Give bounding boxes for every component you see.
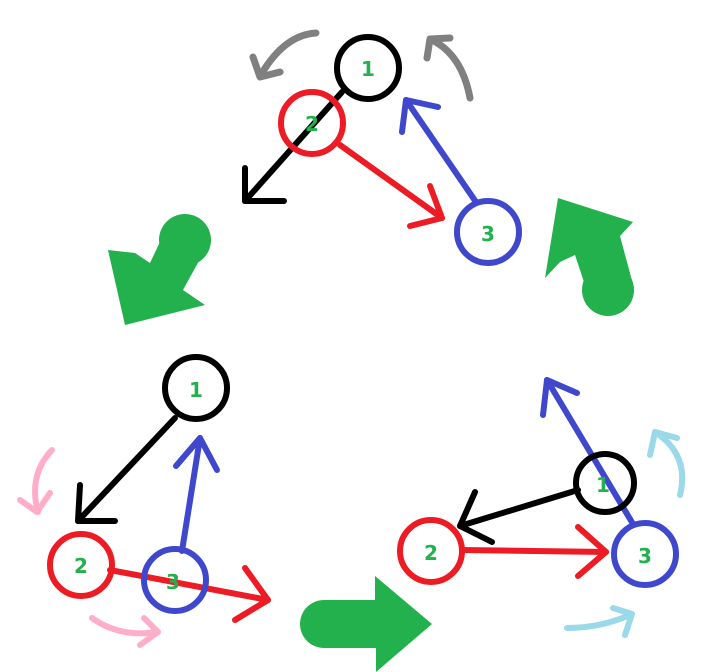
rotation-arrow-left-upper-icon bbox=[17, 447, 55, 515]
body-3 bbox=[611, 520, 679, 588]
config-right: 1 2 3 bbox=[397, 377, 686, 638]
body-1-label: 1 bbox=[189, 378, 203, 402]
vector-1-black bbox=[457, 487, 581, 545]
vector-3-blue bbox=[173, 435, 220, 554]
vector-2-red bbox=[459, 524, 609, 579]
body-2-label: 2 bbox=[424, 541, 438, 565]
cycle-arrow-bottom-icon bbox=[300, 576, 432, 672]
vector-2-red bbox=[337, 142, 445, 229]
body-1-label: 1 bbox=[361, 57, 375, 81]
config-left: 1 2 3 bbox=[17, 354, 271, 648]
body-3 bbox=[454, 198, 522, 266]
rotation-arrow-right-lower-icon bbox=[564, 605, 635, 638]
rotation-arrow-top-right-icon bbox=[423, 34, 474, 102]
body-3-label: 3 bbox=[481, 222, 495, 246]
body-2 bbox=[278, 89, 346, 157]
body-2 bbox=[397, 517, 465, 585]
body-1 bbox=[162, 354, 230, 422]
body-1-label: 1 bbox=[596, 473, 610, 497]
rotation-arrow-right-upper-icon bbox=[647, 429, 686, 498]
body-1 bbox=[573, 451, 637, 515]
body-2-label: 2 bbox=[74, 554, 88, 578]
vector-3-blue bbox=[540, 377, 636, 527]
vector-2-red bbox=[107, 565, 271, 623]
body-3-label: 3 bbox=[166, 570, 180, 594]
rotation-arrow-top-left-icon bbox=[249, 29, 320, 81]
config-top: 1 2 3 bbox=[242, 29, 522, 266]
body-3 bbox=[141, 546, 209, 614]
body-2-label: 2 bbox=[305, 112, 319, 136]
cycle-arrow-upper-right-icon bbox=[545, 198, 634, 316]
cycle-arrow-upper-left-icon bbox=[108, 214, 211, 325]
rotation-arrow-left-lower-icon bbox=[89, 615, 161, 648]
body-3-label: 3 bbox=[638, 544, 652, 568]
body-1 bbox=[334, 34, 402, 102]
vector-3-blue bbox=[399, 97, 479, 205]
body-2 bbox=[47, 531, 115, 599]
vector-1-black bbox=[75, 415, 178, 524]
